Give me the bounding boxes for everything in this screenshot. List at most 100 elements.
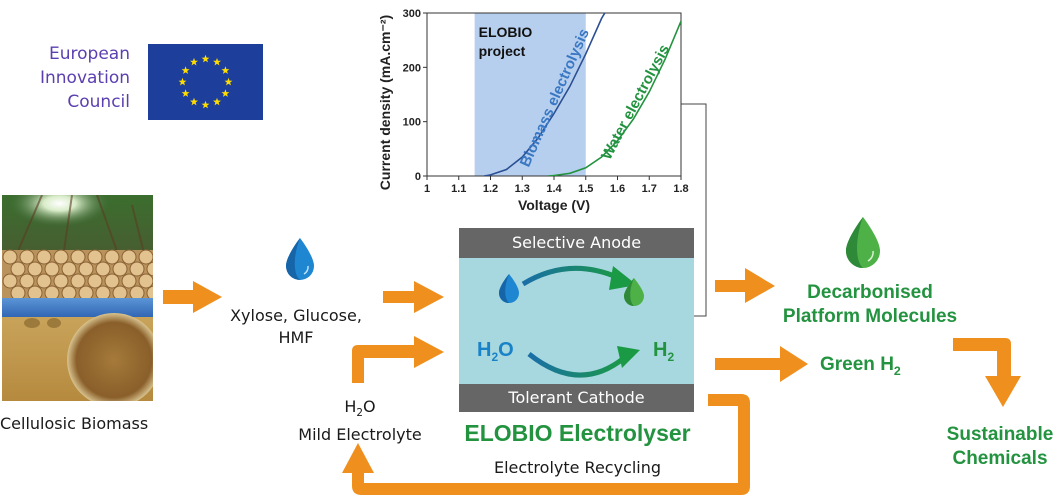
blue-droplet-icon [286,238,314,280]
log [19,249,35,265]
biomass-photo [2,195,153,401]
y-tick-label: 100 [403,117,421,129]
log [53,249,69,265]
log [44,261,60,277]
cathode-bar: Tolerant Cathode [459,384,694,412]
x-tick-label: 1 [424,183,430,195]
feedstock-line-2: HMF [278,328,314,347]
log [104,273,120,289]
log [129,261,145,277]
small-blue-droplet-icon [499,274,519,303]
cathode-arrowhead [617,346,640,368]
arrow-cell-to-h2 [715,346,808,382]
eic-line-1: European [49,44,130,64]
series-line-water [547,20,681,176]
log [19,273,35,289]
log [87,273,103,289]
y-tick-label: 200 [403,62,421,74]
log [78,261,94,277]
y-tick-label: 0 [415,171,421,183]
log [112,261,128,277]
x-tick-label: 1.6 [610,183,625,195]
eu-star-icon [178,77,187,86]
electrolyser-title: ELOBIO Electrolyser [464,420,691,446]
arrow-electrolyte-to-cell [352,336,444,383]
log [70,249,86,265]
eu-star-icon [213,97,221,106]
eu-star-icon [201,100,210,109]
arrow-cell-to-platform [715,268,775,303]
x-tick-label: 1.4 [546,183,562,195]
shaded-label-line-2: project [479,43,526,59]
eic-line-2: Innovation [39,68,130,88]
eu-star-icon [213,57,221,66]
water-series-label: Water electrolysis [598,42,673,163]
green-droplet-icon [846,217,880,268]
shaded-label-line-1: ELOBIO [479,24,533,40]
log [70,273,86,289]
cell-h2-label: H2 [653,339,674,364]
x-tick-label: 1.2 [483,183,498,195]
log [146,261,153,277]
platform-line-2: Platform Molecules [782,306,958,327]
log [121,273,137,289]
chemicals-line-1: Sustainable [946,424,1054,445]
electrolyte-name: Mild Electrolyte [298,425,422,445]
eic-logo-text: European Innovation Council [8,42,130,114]
log [87,249,103,265]
eu-star-icon [181,66,190,74]
x-axis-label: Voltage (V) [518,197,590,213]
y-tick-label: 300 [403,8,421,20]
eu-stars [178,54,233,109]
x-tick-label: 1.1 [451,183,466,195]
log [104,249,120,265]
log [27,261,43,277]
arrow-platform-to-chemicals [953,338,1021,407]
biomass-image [2,195,153,401]
eu-star-icon [181,89,190,97]
log [138,249,153,265]
eu-flag-icon [148,44,263,120]
electrolyte-h2o: H2O [344,397,376,420]
arrow-biomass-to-feedstock [163,281,222,313]
feedstock-label: Xylose, Glucose, HMF [226,305,366,349]
log [138,273,153,289]
log [36,273,52,289]
feedstock-line-1: Xylose, Glucose, [230,306,362,325]
anode-curved-arrow [521,265,621,287]
elobio-shaded-region [474,13,586,176]
platform-line-1: Decarbonised [807,282,933,303]
eu-star-icon [190,57,198,66]
arrow-recycling-loop [342,394,750,495]
electrolyte-label: H2O Mild Electrolyte [290,396,430,445]
electrolyser-cell [459,258,694,384]
cathode-curved-arrow [527,352,626,378]
anode-bar: Selective Anode [459,228,694,258]
log [121,249,137,265]
eu-star-icon [224,77,233,86]
eic-line-3: Council [67,92,130,112]
cell-h2o-label: H2O [477,339,514,364]
x-tick-label: 1.5 [578,183,593,195]
x-tick-label: 1.8 [673,183,688,195]
eu-star-icon [221,66,230,74]
x-tick-label: 1.7 [642,183,657,195]
log [2,273,18,289]
series-line-biomass [483,13,606,176]
cell-diagram: H2O H2 [477,265,674,378]
biomass-label: Cellulosic Biomass [0,414,149,433]
small-green-droplet-icon [624,278,644,306]
x-tick-label: 1.3 [515,183,530,195]
eu-star-icon [190,97,198,106]
recycling-label: Electrolyte Recycling [493,458,662,477]
platform-molecules-label: Decarbonised Platform Molecules [770,281,970,329]
log [53,273,69,289]
log [61,261,77,277]
eu-star-icon [221,89,230,97]
log [146,285,153,301]
log [36,249,52,265]
eu-star-icon [201,54,210,63]
log [10,261,26,277]
green-h2-label: Green H2 [820,354,901,378]
